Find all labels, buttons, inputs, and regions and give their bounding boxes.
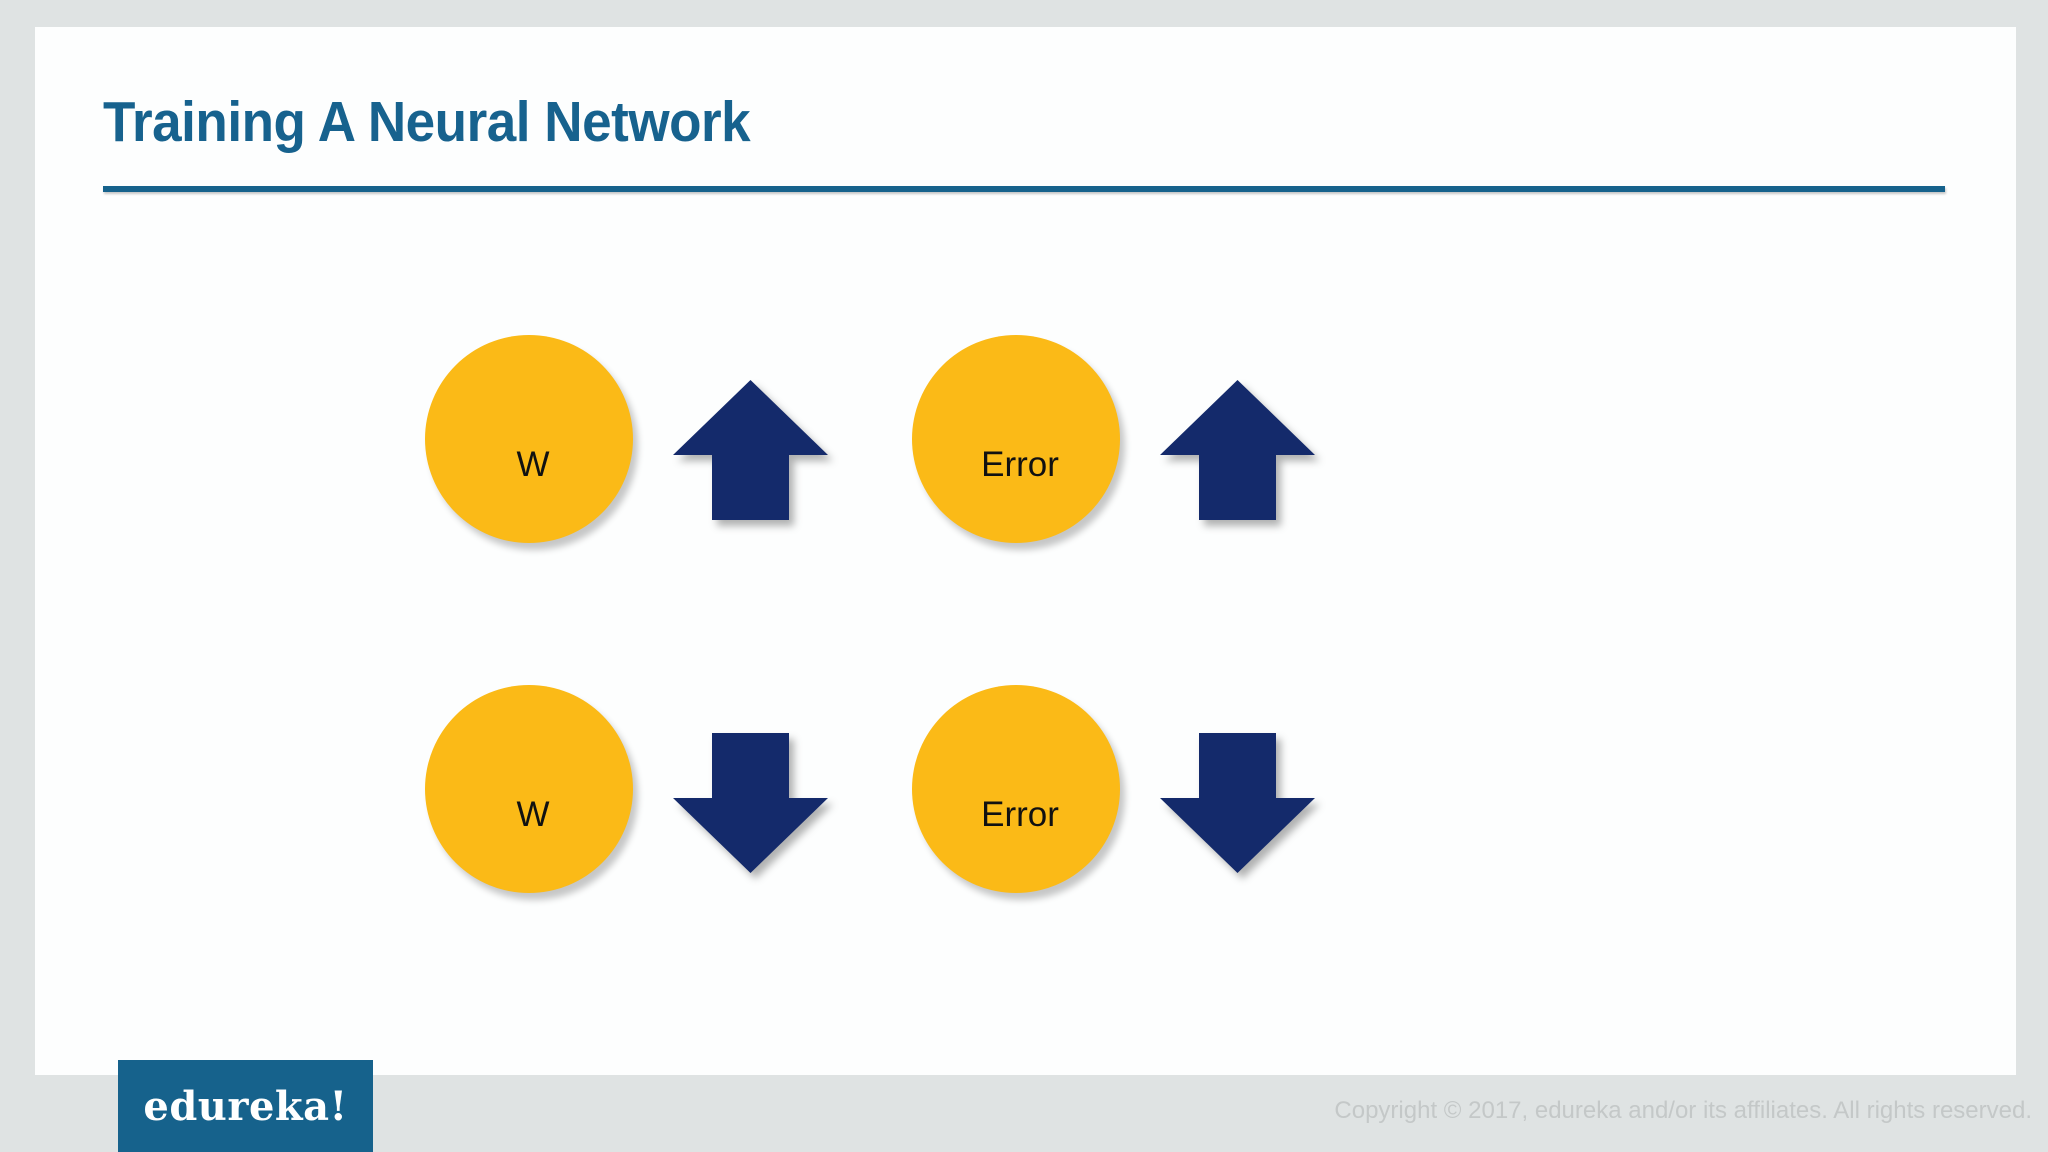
arrow-up-icon (673, 380, 828, 520)
arrow-down-icon (1160, 733, 1315, 873)
node-circle-error-increase[interactable]: Error (912, 335, 1120, 543)
node-label: W (516, 445, 550, 484)
node-label: Error (981, 795, 1059, 834)
node-circle-w-decrease[interactable]: W (425, 685, 633, 893)
copyright-notice: Copyright © 2017, edureka and/or its aff… (1334, 1097, 2032, 1124)
arrow-up-icon (1160, 380, 1315, 520)
edureka-logo-text: edureka! (143, 1082, 348, 1130)
node-circle-w-increase[interactable]: W (425, 335, 633, 543)
title-underline-rule (103, 186, 1945, 192)
slide-sheet: Training A Neural Network W Error (35, 27, 2016, 1075)
node-label: W (516, 795, 550, 834)
page-title: Training A Neural Network (103, 90, 751, 154)
node-label: Error (981, 445, 1059, 484)
training-diagram: W Error W (35, 27, 2016, 1075)
node-circle-error-decrease[interactable]: Error (912, 685, 1120, 893)
arrow-down-icon (673, 733, 828, 873)
edureka-logo[interactable]: edureka! (118, 1060, 373, 1152)
